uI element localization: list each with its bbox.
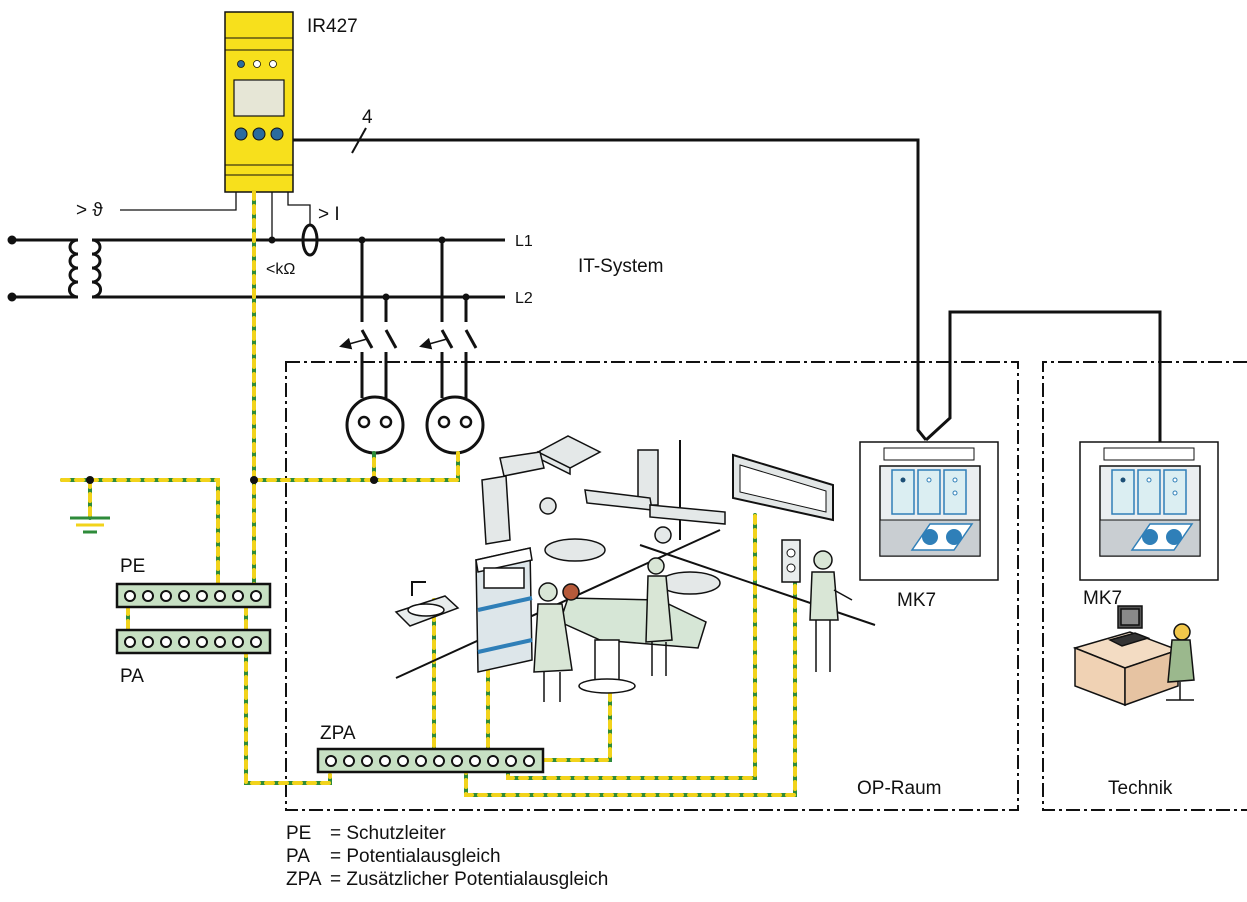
mk7-technik-label: MK7 xyxy=(1083,588,1122,609)
legend-abbr: PE xyxy=(286,823,312,844)
earth-conductors xyxy=(60,190,797,797)
ir427-device xyxy=(224,11,294,193)
surgeon-figure xyxy=(533,582,580,702)
op-room-label: OP-Raum xyxy=(857,778,941,799)
pe-bar-label: PE xyxy=(120,556,145,577)
abbreviation-legend: PE = Schutzleiter PA = Potentialausgleic… xyxy=(286,822,608,891)
pa-bar-label: PA xyxy=(120,666,144,687)
operating-room-illustration xyxy=(394,435,876,702)
zpa-bar xyxy=(316,747,545,774)
cable-count-tick xyxy=(351,127,367,154)
op-room-boundary xyxy=(285,361,1019,811)
technik-room-label: Technik xyxy=(1108,778,1173,799)
sensor-leads xyxy=(120,192,311,240)
nurse-figure xyxy=(809,550,853,672)
mk7-panel-technik xyxy=(1079,441,1219,581)
ground-symbol xyxy=(70,516,110,534)
cable-count-label: 4 xyxy=(362,107,373,128)
supply-lines xyxy=(92,238,505,299)
scrub-sink xyxy=(394,581,460,627)
anaesthesia-unit xyxy=(475,547,533,673)
current-transformer-ring xyxy=(301,223,319,257)
resistance-symbol: <kΩ xyxy=(266,261,295,278)
legend-text: = Potentialausgleich xyxy=(330,846,501,867)
socket-right xyxy=(425,395,485,455)
wall-indicator xyxy=(781,539,801,583)
breaker-right xyxy=(419,240,478,398)
operating-table xyxy=(559,597,707,694)
transformer-symbol xyxy=(7,235,103,302)
legend-row: ZPA = Zusätzlicher Potentialausgleich xyxy=(286,868,608,891)
l1-label: L1 xyxy=(515,233,533,250)
legend-abbr: PA xyxy=(286,846,310,867)
device-name-label: IR427 xyxy=(307,16,358,37)
system-label: IT-System xyxy=(578,256,664,277)
mk7-panel-op xyxy=(859,441,999,581)
breaker-left xyxy=(339,240,398,398)
mk7-op-label: MK7 xyxy=(897,590,936,611)
legend-abbr: ZPA xyxy=(286,869,322,890)
assistant-figure xyxy=(645,557,673,676)
legend-text: = Schutzleiter xyxy=(330,823,446,844)
socket-left xyxy=(345,395,405,455)
current-symbol: > I xyxy=(318,204,340,225)
technik-room-boundary xyxy=(1042,361,1247,811)
temperature-symbol: > ϑ xyxy=(76,200,103,221)
legend-row: PA = Potentialausgleich xyxy=(286,845,608,868)
zpa-bar-label: ZPA xyxy=(320,723,356,744)
bus-cable xyxy=(293,138,1162,444)
legend-text: = Zusätzlicher Potentialausgleich xyxy=(330,869,609,890)
monitor-screen xyxy=(732,453,834,522)
technician-workstation xyxy=(1072,605,1195,707)
l2-label: L2 xyxy=(515,290,533,307)
pe-bar xyxy=(115,582,272,609)
pa-bar xyxy=(115,628,272,655)
legend-row: PE = Schutzleiter xyxy=(286,822,608,845)
